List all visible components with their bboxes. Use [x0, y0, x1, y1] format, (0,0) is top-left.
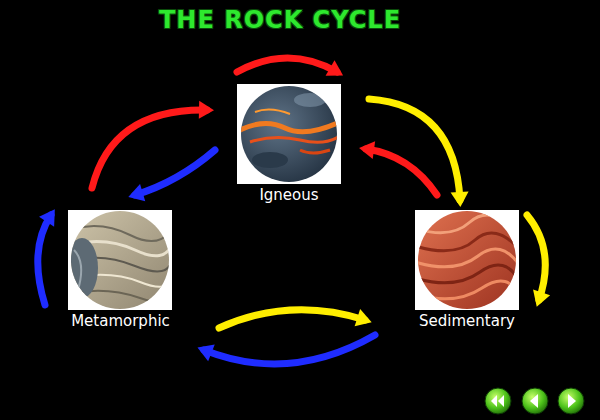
arrow-line [237, 58, 337, 72]
cycle-arrow [527, 215, 545, 300]
nav-buttons [485, 388, 584, 414]
cycle-arrow [204, 335, 375, 364]
rock-label: Metamorphic [67, 312, 174, 330]
cycle-arrow [38, 215, 51, 305]
arrow-head [197, 345, 214, 362]
arrow-line [366, 149, 437, 195]
arrow-head [199, 101, 214, 119]
cycle-arrow [92, 110, 207, 188]
sedimentary-node: Sedimentary [415, 210, 519, 330]
arrow-line [135, 150, 215, 195]
metamorphic-node: Metamorphic [67, 210, 174, 330]
sedimentary-picture [415, 210, 520, 310]
arrow-head [128, 184, 145, 201]
metamorphic-picture [66, 210, 172, 310]
cycle-arrow [366, 149, 437, 195]
diagram-title: THE ROCK CYCLE [0, 6, 560, 34]
rock-label: Igneous [237, 186, 341, 204]
arrow-head [39, 209, 55, 226]
cycle-arrow [135, 150, 215, 195]
arrow-head [326, 60, 343, 76]
arrow-line [219, 310, 365, 328]
arrow-line [204, 335, 375, 364]
cycle-arrow [219, 310, 365, 328]
igneous-node: Igneous [237, 84, 341, 204]
arrow-line [38, 215, 51, 305]
igneous-picture [237, 84, 341, 184]
rock-label: Sedimentary [415, 312, 519, 330]
arrow-line [527, 215, 545, 300]
cycle-arrow [237, 58, 337, 72]
arrow-head [355, 309, 372, 326]
arrow-line [92, 110, 207, 188]
arrow-head [451, 192, 469, 207]
arrow-head [359, 141, 375, 159]
arrow-head [533, 290, 550, 307]
